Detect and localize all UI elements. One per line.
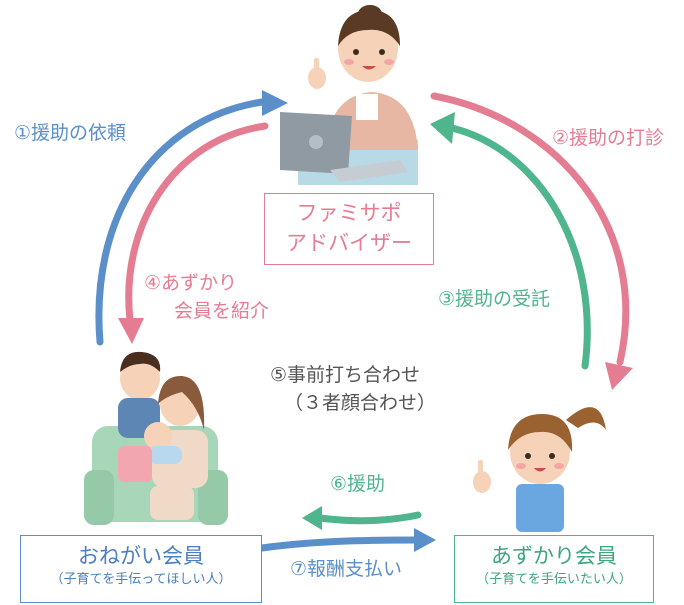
advisor-box: ファミサポ アドバイザー [264, 193, 434, 265]
step-4-label-line2: 会員を紹介 [174, 300, 270, 322]
arrow-request-head [262, 90, 288, 116]
provider-box-title: あずかり会員 [491, 544, 617, 568]
provider-box-subtitle: （子育てを手伝いたい人） [476, 572, 632, 587]
provider-box: あずかり会員 （子育てを手伝いたい人） [454, 535, 654, 603]
step-2-label: ②援助の打診 [552, 128, 665, 149]
step-7-label: ⑦報酬支払い [290, 558, 403, 580]
step-4-label-line1: ④あずかり [144, 272, 238, 294]
step-6-label: ⑥援助 [330, 473, 386, 495]
arrow-accept-head [430, 112, 455, 144]
step-1-label: ①援助の依頼 [14, 122, 127, 144]
step-5-label-line2: （３者顔合わせ） [284, 392, 437, 414]
arrow-support-head [302, 506, 322, 530]
arrow-accept [448, 124, 591, 370]
arrow-introduce-head [118, 318, 144, 344]
arrow-inquiry-head [605, 362, 633, 390]
advisor-box-line1: ファミサポ [296, 201, 402, 225]
volunteer-illustration [473, 407, 606, 532]
step-3-label: ③援助の受託 [438, 288, 551, 310]
advisor-box-line2: アドバイザー [286, 231, 412, 255]
arrow-payment-head [414, 528, 436, 552]
arrow-payment [258, 536, 420, 552]
advisor-illustration [280, 5, 418, 185]
step-5-label-line1: ⑤事前打ち合わせ [270, 364, 421, 386]
arrow-introduce [125, 122, 269, 324]
requester-box: おねがい会員 （子育てを手伝ってほしい人） [20, 535, 262, 603]
family-illustration [84, 351, 228, 525]
arrow-inquiry [430, 92, 630, 366]
arrow-request [95, 98, 266, 346]
arrow-support [316, 511, 422, 525]
requester-box-title: おねがい会員 [78, 544, 204, 568]
requester-box-subtitle: （子育てを手伝ってほしい人） [50, 572, 232, 587]
